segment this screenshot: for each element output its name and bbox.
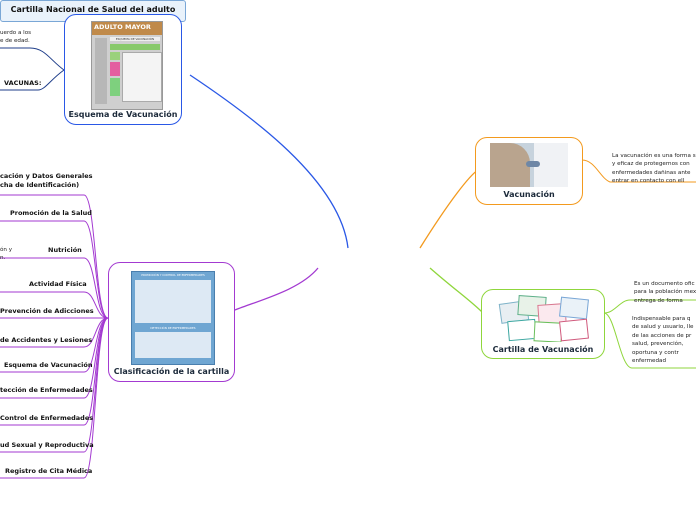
vacunas-label[interactable]: VACUNAS: bbox=[4, 79, 42, 87]
esquema-node[interactable]: ADULTO MAYOR ESQUEMA DE VACUNACIÓN Esque… bbox=[64, 14, 182, 125]
card-header: ADULTO MAYOR bbox=[94, 23, 151, 31]
vaccination-card-image: ADULTO MAYOR ESQUEMA DE VACUNACIÓN bbox=[91, 21, 163, 110]
vacunacion-node[interactable]: Vacunación bbox=[475, 137, 583, 205]
esquema-note-1: uerdo a los e de edad. bbox=[0, 30, 32, 45]
leaf-control[interactable]: Control de Enfermedades bbox=[0, 414, 94, 422]
esquema-title: Esquema de Vacunación bbox=[68, 110, 178, 119]
leaf-nutricion[interactable]: Nutrición bbox=[48, 246, 82, 254]
cartilla-note-1: Es un documento ofic para la población m… bbox=[634, 281, 696, 304]
leaf-deteccion[interactable]: tección de Enfermedades bbox=[0, 386, 93, 394]
leaf-identificacion[interactable]: cación y Datos Generales cha de Identifi… bbox=[0, 172, 93, 189]
nutricion-note: ón y n. bbox=[0, 247, 13, 262]
leaf-cita-medica[interactable]: Registro de Cita Médica bbox=[5, 467, 93, 475]
clasificacion-node[interactable]: PROMOCIÓN Y CONTROL DE ENFERMEDADES DETE… bbox=[108, 262, 235, 382]
vacunacion-title: Vacunación bbox=[503, 190, 555, 199]
leaf-salud-sexual[interactable]: ud Sexual y Reproductiva bbox=[0, 441, 94, 449]
leaf-actividad[interactable]: Actividad Física bbox=[29, 280, 87, 288]
cartilla-node[interactable]: Cartilla de Vacunación bbox=[481, 289, 605, 359]
clasificacion-title: Clasificación de la cartilla bbox=[113, 367, 230, 376]
leaf-esquema[interactable]: Esquema de Vacunación bbox=[4, 361, 93, 369]
sheet-title-1: PROMOCIÓN Y CONTROL DE ENFERMEDADES bbox=[141, 273, 205, 277]
leaf-adicciones[interactable]: Prevención de Adicciones bbox=[0, 307, 94, 315]
classification-sheet-image: PROMOCIÓN Y CONTROL DE ENFERMEDADES DETE… bbox=[131, 271, 215, 365]
leaf-accidentes[interactable]: de Accidentes y Lesiones bbox=[0, 336, 93, 344]
cartilla-title: Cartilla de Vacunación bbox=[492, 345, 594, 354]
vaccination-photo bbox=[490, 143, 568, 187]
sheet-title-2: DETECCIÓN DE ENFERMEDADES bbox=[150, 326, 196, 330]
cards-illustration bbox=[498, 294, 590, 342]
vacunacion-note: La vacunación es una forma se y eficaz d… bbox=[612, 153, 696, 185]
cartilla-note-2: Indispensable para q de salud y usuario,… bbox=[632, 316, 694, 365]
card-subheader: ESQUEMA DE VACUNACIÓN bbox=[110, 37, 160, 41]
leaf-promocion[interactable]: Promoción de la Salud bbox=[10, 209, 92, 217]
